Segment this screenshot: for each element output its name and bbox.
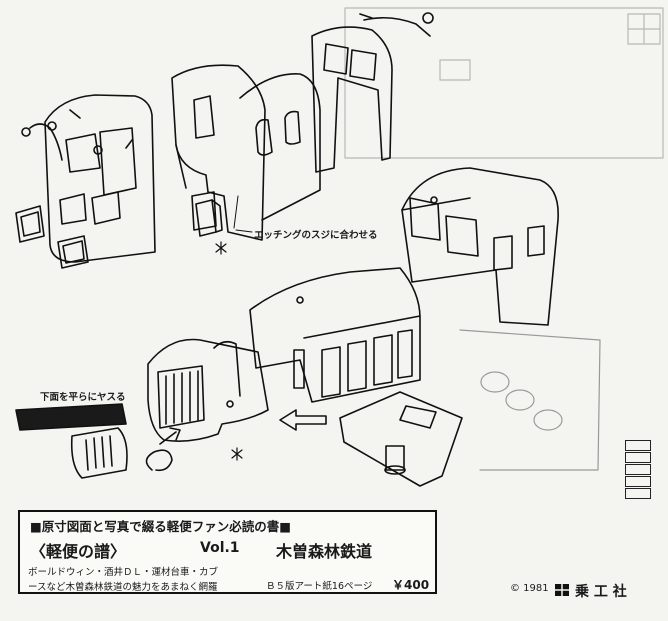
ad-subtitle: 木曽森林鉄道 xyxy=(276,542,373,561)
show-through-sheet xyxy=(344,7,664,159)
legend-cell xyxy=(625,464,651,475)
legend-cell xyxy=(625,476,651,487)
grille-left-pieces xyxy=(15,205,89,269)
cab-front-shell xyxy=(21,94,156,263)
cab-rear-frame xyxy=(311,12,434,173)
legend-cell xyxy=(625,440,651,451)
curved-arrow xyxy=(145,427,181,472)
flatten-annotation: 下面を平らにヤスる xyxy=(40,392,126,403)
engine-hood xyxy=(249,267,421,403)
legend-cell xyxy=(625,452,651,463)
publisher-name: 乗 工 社 xyxy=(575,584,627,600)
ad-price: ￥400 xyxy=(392,578,430,592)
assembled-cab xyxy=(401,167,559,326)
cab-body xyxy=(171,64,321,241)
ad-desc-line1: ボールドウィン・酒井ＤＬ・運材台車・カブ xyxy=(28,567,219,578)
ad-format: Ｂ５版アート紙16ページ xyxy=(266,581,373,592)
ad-desc-line2: ースなど木曽森林鉄道の魅力をあまねく網羅 xyxy=(28,582,218,593)
ad-title: 〈軽便の譜〉 xyxy=(30,542,127,561)
small-block xyxy=(195,199,223,237)
leader-lines xyxy=(233,195,253,233)
ad-volume: Vol.1 xyxy=(200,540,240,556)
side-plate xyxy=(339,391,463,487)
legend-cell xyxy=(625,488,651,499)
chassis-background xyxy=(459,329,601,471)
ad-headline: ■原寸図面と写真で綴る軽便ファン必読の書■ xyxy=(30,519,292,534)
publisher-logo xyxy=(555,584,569,596)
radiator-front xyxy=(147,338,269,442)
lower-grille-piece xyxy=(70,427,128,479)
asterisk-marks xyxy=(215,241,243,461)
copyright-text: © 1981 xyxy=(510,583,549,594)
book-ad-box: ■原寸図面と写真で綴る軽便ファン必読の書■ 〈軽便の譜〉 Vol.1 木曽森林鉄… xyxy=(18,510,437,594)
file-sanding-bar xyxy=(15,403,127,431)
left-arrow xyxy=(279,409,327,431)
etching-annotation: エッチングのスジに合わせる xyxy=(254,230,378,241)
